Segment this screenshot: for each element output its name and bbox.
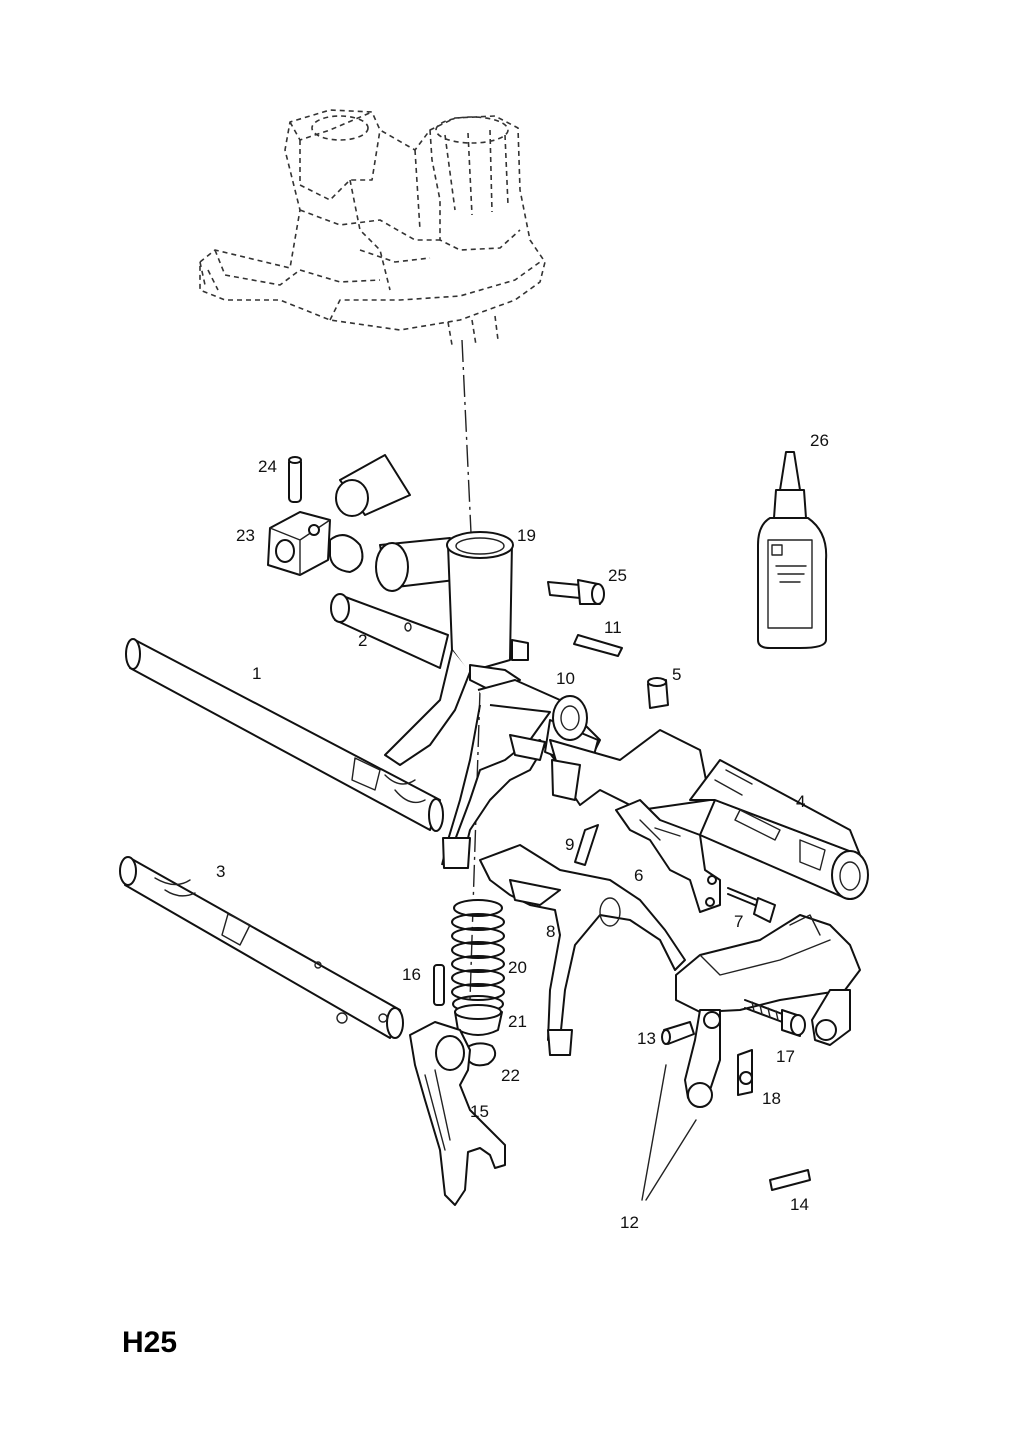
callout-16: 16 <box>402 965 421 984</box>
callout-7: 7 <box>734 912 743 931</box>
callout-9: 9 <box>565 835 574 854</box>
callout-15: 15 <box>470 1102 489 1121</box>
part-4-selector-rod <box>549 729 869 900</box>
part-25-plunger <box>547 579 605 605</box>
callout-12: 12 <box>620 1213 639 1232</box>
part-6-interlock <box>615 799 721 913</box>
part-17-bolt <box>744 999 806 1037</box>
part-18-clip <box>737 1049 753 1096</box>
callout-23: 23 <box>236 526 255 545</box>
callout-6: 6 <box>634 866 643 885</box>
callout-5: 5 <box>672 665 681 684</box>
part-20-spring <box>451 899 505 1013</box>
callout-17: 17 <box>776 1047 795 1066</box>
part-24-pin <box>288 456 302 503</box>
diagram-code: H25 <box>122 1326 177 1359</box>
part-2-shaft <box>330 593 449 669</box>
assembly-axis-lower <box>469 689 481 1001</box>
part-12-selector-bracket <box>675 914 861 1108</box>
part-11-roll-pin <box>573 634 623 657</box>
part-14-roll-pin <box>769 1169 811 1191</box>
callout-26: 26 <box>810 431 829 450</box>
part-13-bush <box>661 1021 695 1045</box>
callout-10: 10 <box>556 669 575 688</box>
callout-1: 1 <box>252 664 261 683</box>
part-8-fork <box>479 844 686 1056</box>
callout-13: 13 <box>637 1029 656 1048</box>
leader-12a <box>641 1064 667 1201</box>
part-26-sealant-bottle <box>757 451 828 649</box>
callout-11: 11 <box>604 618 622 637</box>
callout-21: 21 <box>508 1012 527 1031</box>
shaft-stub <box>335 454 411 517</box>
leader-12b <box>645 1119 697 1201</box>
callout-25: 25 <box>608 566 627 585</box>
callout-22: 22 <box>501 1066 520 1085</box>
callout-14: 14 <box>790 1195 809 1214</box>
part-5-bush <box>647 677 669 709</box>
part-15-fork <box>409 1021 506 1206</box>
part-3-rail <box>119 856 404 1039</box>
callout-24: 24 <box>258 457 277 476</box>
part-7-bolt <box>727 887 776 923</box>
callout-18: 18 <box>762 1089 781 1108</box>
gearbox-housing-outline <box>199 109 546 346</box>
part-16-pin <box>433 964 445 1006</box>
part-10-fork <box>441 679 601 869</box>
callout-4: 4 <box>796 792 805 811</box>
callout-labels: 1 2 3 4 5 6 7 8 9 10 11 12 13 14 15 16 1… <box>216 431 829 1232</box>
part-22-circlip <box>465 1042 497 1067</box>
callout-3: 3 <box>216 862 225 881</box>
callout-20: 20 <box>508 958 527 977</box>
part-9-pin <box>574 824 599 866</box>
callout-8: 8 <box>546 922 555 941</box>
part-21-spring-cup <box>454 1004 503 1036</box>
callout-2: 2 <box>358 631 367 650</box>
part-23-block <box>267 511 364 576</box>
callout-19: 19 <box>517 526 536 545</box>
part-1-rail <box>125 638 444 832</box>
